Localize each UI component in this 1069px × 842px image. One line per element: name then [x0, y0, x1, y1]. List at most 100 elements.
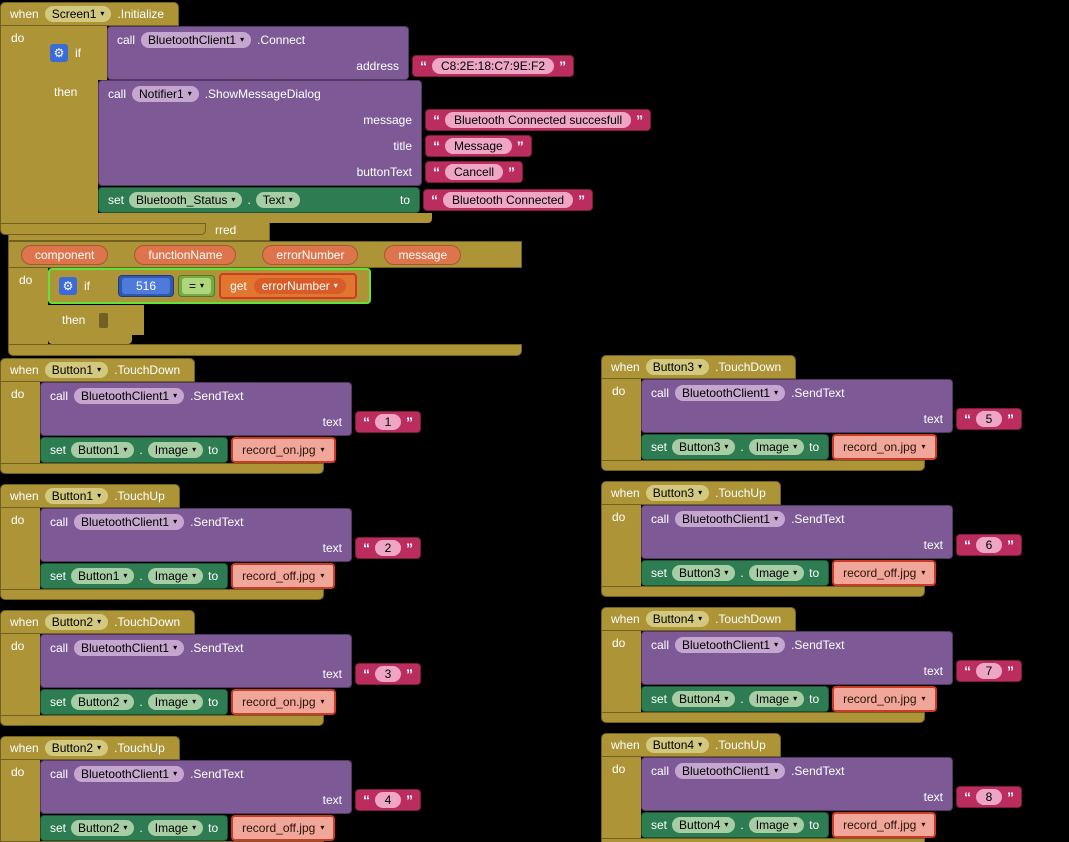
string-value[interactable]: 2	[375, 540, 401, 556]
event-header[interactable]: when Button2 ▾ .TouchDown	[0, 610, 196, 634]
event-header[interactable]: when Button3 ▾ .TouchDown	[601, 355, 797, 379]
number-block[interactable]: 516	[118, 275, 175, 297]
button-event-block[interactable]: when Button4 ▾ .TouchDown do call Blueto…	[601, 607, 1022, 723]
component-dropdown[interactable]: Button1 ▾	[71, 568, 135, 584]
equals-operator-block[interactable]: = ▾	[178, 275, 216, 297]
set-image-block[interactable]: set Button3 ▾ . Image ▾ to	[641, 434, 830, 460]
string-value[interactable]: 3	[375, 666, 401, 682]
string-value[interactable]: Bluetooth Connected	[443, 192, 574, 208]
string-value[interactable]: 1	[375, 414, 401, 430]
send-text-call-block[interactable]: call BluetoothClient1 ▾ .SendText text “…	[40, 634, 421, 688]
component-dropdown[interactable]: Button3 ▾	[672, 565, 736, 581]
get-variable-block[interactable]: get errorNumber ▾	[219, 273, 357, 299]
string-value[interactable]: 4	[375, 792, 401, 808]
client-dropdown[interactable]: BluetoothClient1 ▾	[675, 511, 786, 527]
operator-dropdown[interactable]: = ▾	[182, 278, 212, 294]
component-dropdown[interactable]: Button1 ▾	[44, 488, 109, 504]
property-dropdown[interactable]: Image ▾	[147, 442, 204, 458]
set-status-text-block[interactable]: set Bluetooth_Status ▾ . Text ▾	[98, 187, 420, 213]
component-dropdown[interactable]: Button4 ▾	[672, 691, 736, 707]
message-string-block[interactable]: “ Bluetooth Connected succesfull ”	[425, 109, 652, 131]
component-dropdown[interactable]: Button2 ▾	[71, 820, 135, 836]
set-image-block[interactable]: set Button1 ▾ . Image ▾ to	[40, 563, 229, 589]
client-dropdown[interactable]: BluetoothClient1 ▾	[74, 766, 185, 782]
component-dropdown[interactable]: Button4 ▾	[672, 817, 736, 833]
component-dropdown[interactable]: Button1 ▾	[71, 442, 135, 458]
button-event-block[interactable]: when Button2 ▾ .TouchDown do call Blueto…	[0, 610, 421, 726]
buttontext-string-block[interactable]: “ Cancell ”	[425, 161, 524, 183]
component-dropdown[interactable]: Button3 ▾	[672, 439, 736, 455]
property-dropdown[interactable]: Image ▾	[748, 691, 805, 707]
set-image-block[interactable]: set Button2 ▾ . Image ▾ to	[40, 815, 229, 841]
component-dropdown[interactable]: Button4 ▾	[645, 611, 710, 627]
set-image-block[interactable]: set Button2 ▾ . Image ▾ to	[40, 689, 229, 715]
component-dropdown[interactable]: Bluetooth_Status ▾	[129, 192, 243, 208]
component-dropdown[interactable]: Button3 ▾	[645, 359, 710, 375]
param-pill-functionname[interactable]: functionName	[134, 244, 237, 265]
text-string-block[interactable]: “ 8 ”	[956, 786, 1022, 808]
component-dropdown[interactable]: Button2 ▾	[44, 740, 109, 756]
string-value[interactable]: 5	[976, 411, 1002, 427]
string-value[interactable]: 6	[976, 537, 1002, 553]
error-occurred-event-block[interactable]: rred component functionName errorNumber …	[8, 219, 522, 356]
send-text-call-block[interactable]: call BluetoothClient1 ▾ .SendText text “…	[641, 631, 1022, 685]
property-dropdown[interactable]: Image ▾	[748, 439, 805, 455]
image-filename-block[interactable]: record_on.jpg ▾	[231, 689, 336, 715]
event-header[interactable]: when Button4 ▾ .TouchUp	[601, 733, 781, 757]
component-dropdown[interactable]: Button1 ▾	[44, 362, 109, 378]
set-image-block[interactable]: set Button1 ▾ . Image ▾ to	[40, 437, 229, 463]
set-image-block[interactable]: set Button3 ▾ . Image ▾ to	[641, 560, 830, 586]
send-text-call-block[interactable]: call BluetoothClient1 ▾ .SendText text “…	[641, 379, 1022, 433]
button-event-block[interactable]: when Button1 ▾ .TouchUp do call Bluetoot…	[0, 484, 421, 600]
string-value[interactable]: 7	[976, 663, 1002, 679]
image-filename-block[interactable]: record_off.jpg ▾	[231, 563, 336, 589]
client-dropdown[interactable]: BluetoothClient1 ▾	[74, 388, 185, 404]
send-text-call-block[interactable]: call BluetoothClient1 ▾ .SendText text “…	[40, 508, 421, 562]
property-dropdown[interactable]: Image ▾	[147, 568, 204, 584]
string-value[interactable]: Cancell	[445, 164, 504, 180]
button-event-block[interactable]: when Button2 ▾ .TouchUp do call Bluetoot…	[0, 736, 421, 842]
event-header[interactable]: when Button1 ▾ .TouchDown	[0, 358, 196, 382]
client-dropdown[interactable]: BluetoothClient1 ▾	[74, 640, 185, 656]
string-value[interactable]: 8	[976, 789, 1002, 805]
text-string-block[interactable]: “ 1 ”	[355, 411, 421, 433]
string-value[interactable]: Message	[445, 138, 512, 154]
text-string-block[interactable]: “ 5 ”	[956, 408, 1022, 430]
property-dropdown[interactable]: Text ▾	[255, 192, 300, 208]
image-filename-block[interactable]: record_off.jpg ▾	[832, 560, 937, 586]
image-filename-block[interactable]: record_off.jpg ▾	[832, 812, 937, 838]
property-dropdown[interactable]: Image ▾	[147, 820, 204, 836]
event-header[interactable]: when Button4 ▾ .TouchDown	[601, 607, 797, 631]
component-dropdown[interactable]: Screen1 ▾	[44, 6, 112, 22]
param-pill-errornumber[interactable]: errorNumber	[262, 244, 359, 265]
variable-dropdown[interactable]: errorNumber ▾	[253, 278, 346, 294]
button-event-block[interactable]: when Button3 ▾ .TouchDown do call Blueto…	[601, 355, 1022, 471]
string-value[interactable]: C8:2E:18:C7:9E:F2	[432, 58, 555, 74]
send-text-call-block[interactable]: call BluetoothClient1 ▾ .SendText text “…	[641, 757, 1022, 811]
component-dropdown[interactable]: Button2 ▾	[44, 614, 109, 630]
notifier-dropdown[interactable]: Notifier1 ▾	[132, 86, 199, 102]
notifier-call-block[interactable]: call Notifier1 ▾ .ShowMessageDialog mess…	[98, 80, 652, 186]
mutator-gear-icon[interactable]: ⚙	[59, 277, 77, 295]
text-string-block[interactable]: “ 2 ”	[355, 537, 421, 559]
if-block-selected[interactable]: ⚙ if 516 = ▾ get	[48, 268, 371, 304]
text-string-block[interactable]: “ 7 ”	[956, 660, 1022, 682]
property-dropdown[interactable]: Image ▾	[748, 817, 805, 833]
event-header[interactable]: when Button2 ▾ .TouchUp	[0, 736, 180, 760]
image-filename-block[interactable]: record_on.jpg ▾	[832, 434, 937, 460]
property-dropdown[interactable]: Image ▾	[147, 694, 204, 710]
property-dropdown[interactable]: Image ▾	[748, 565, 805, 581]
send-text-call-block[interactable]: call BluetoothClient1 ▾ .SendText text “…	[40, 760, 421, 814]
client-dropdown[interactable]: BluetoothClient1 ▾	[675, 637, 786, 653]
address-string-block[interactable]: “ C8:2E:18:C7:9E:F2 ”	[412, 55, 575, 77]
event-header[interactable]: when Button3 ▾ .TouchUp	[601, 481, 781, 505]
bluetooth-connect-call-block[interactable]: call BluetoothClient1 ▾ .Connect address…	[107, 26, 575, 80]
text-string-block[interactable]: “ 3 ”	[355, 663, 421, 685]
component-dropdown[interactable]: Button2 ▾	[71, 694, 135, 710]
client-dropdown[interactable]: BluetoothClient1 ▾	[675, 763, 786, 779]
client-dropdown[interactable]: BluetoothClient1 ▾	[74, 514, 185, 530]
set-image-block[interactable]: set Button4 ▾ . Image ▾ to	[641, 686, 830, 712]
event-header[interactable]: when Screen1 ▾ .Initialize	[0, 2, 180, 26]
mutator-gear-icon[interactable]: ⚙	[50, 44, 68, 62]
set-image-block[interactable]: set Button4 ▾ . Image ▾ to	[641, 812, 830, 838]
